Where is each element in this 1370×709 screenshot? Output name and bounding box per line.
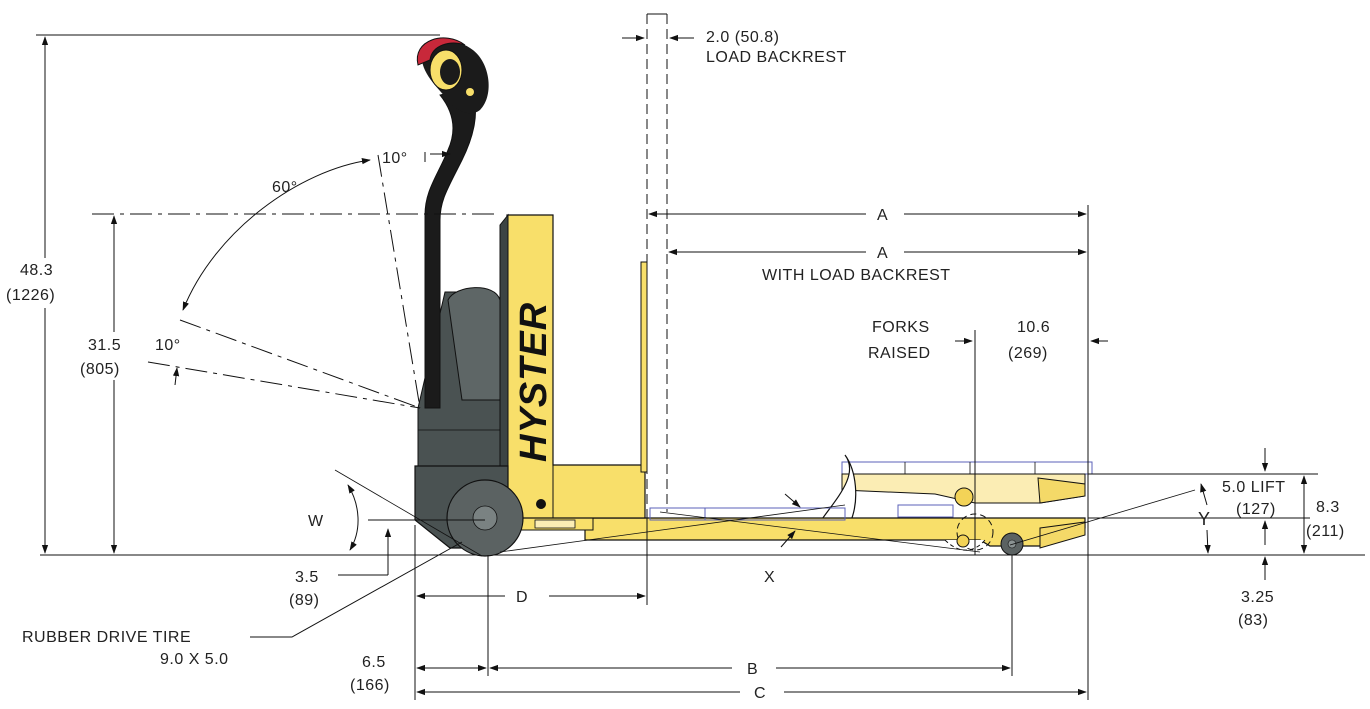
dim-b-label: B (747, 661, 758, 678)
angle-low-label: 10° (155, 337, 181, 354)
dim-backrest-height: 31.5 (805) (80, 213, 500, 554)
offset-label: 6.5 (362, 654, 386, 671)
dim-c-label: C (754, 685, 766, 702)
pallet-blocks-top (841, 461, 1093, 475)
truck-body: HYSTER (414, 213, 648, 557)
height-backrest-mm-label: (805) (80, 361, 120, 378)
with-load-backrest-label: WITH LOAD BACKREST (762, 267, 951, 284)
fork-lowered-mm-label: (83) (1238, 612, 1268, 629)
dim-lift: 5.0 LIFT (127) Y 8.3 (211) (1088, 448, 1368, 554)
dim-forks-raised: FORKS RAISED 10.6 (269) (868, 319, 1108, 555)
handle-angle-lines: 10° 60° 10° (147, 150, 451, 409)
lift-mm-label: (127) (1236, 501, 1276, 518)
brand-logo: HYSTER (513, 302, 555, 462)
load-backrest-text-label: LOAD BACKREST (706, 49, 847, 66)
dim-horizontal: D B C 6.5 (166) (350, 512, 1087, 704)
dim-ground-clearance: 3.5 (89) (289, 519, 485, 609)
tire-label-2: 9.0 X 5.0 (160, 651, 229, 668)
dim-a2-label: A (877, 245, 888, 262)
dim-overall-height: 48.3 (1226) (5, 34, 440, 554)
angle-arc-label: 60° (272, 179, 298, 196)
height-backrest-label: 31.5 (88, 337, 121, 354)
height-total-label: 48.3 (20, 262, 53, 279)
forks-raised-ghost (819, 454, 1093, 524)
forks-raised-dim-label: 10.6 (1017, 319, 1050, 336)
dim-fork-lowered: 3.25 (83) (1238, 556, 1274, 629)
lift-label: 5.0 LIFT (1222, 479, 1286, 496)
dim-y-label: Y (1198, 509, 1211, 529)
forks-raised-mm-label: (269) (1008, 345, 1048, 362)
fork-lowered-label: 3.25 (1241, 589, 1274, 606)
forks-raised-label-1: FORKS (872, 319, 930, 336)
offset-mm-label: (166) (350, 677, 390, 694)
dim-a: A A WITH LOAD BACKREST (648, 202, 1089, 700)
dim-w-label: W (308, 513, 324, 530)
tire-label-1: RUBBER DRIVE TIRE (22, 629, 191, 646)
ground-clear-mm-label: (89) (289, 592, 319, 609)
load-backrest-dim-label: 2.0 (50.8) (706, 29, 779, 46)
height-total-mm-label: (1226) (6, 287, 55, 304)
angle-top-label: 10° (382, 150, 408, 167)
forks-raised-label-2: RAISED (868, 345, 931, 362)
angle-arc-60 (182, 158, 371, 311)
raised-fork-pivot (954, 487, 974, 507)
ground-clear-label: 3.5 (295, 569, 319, 586)
fork-height-mm-label: (211) (1306, 523, 1345, 540)
fork-height-label: 8.3 (1316, 499, 1340, 516)
handle-grip (416, 37, 466, 66)
load-backrest (646, 13, 668, 512)
dim-x-label: X (764, 569, 775, 586)
dim-a-label: A (877, 207, 888, 224)
dim-load-backrest: 2.0 (50.8) LOAD BACKREST (622, 29, 847, 66)
backrest-post (640, 261, 648, 473)
tiller-handle (416, 37, 489, 409)
dim-d-label: D (516, 589, 528, 606)
dim-ramp-angles: X W (308, 469, 1196, 586)
tire-callout: RUBBER DRIVE TIRE 9.0 X 5.0 (22, 541, 463, 668)
body-bolt (536, 499, 546, 509)
load-roller-pivot (956, 534, 970, 548)
